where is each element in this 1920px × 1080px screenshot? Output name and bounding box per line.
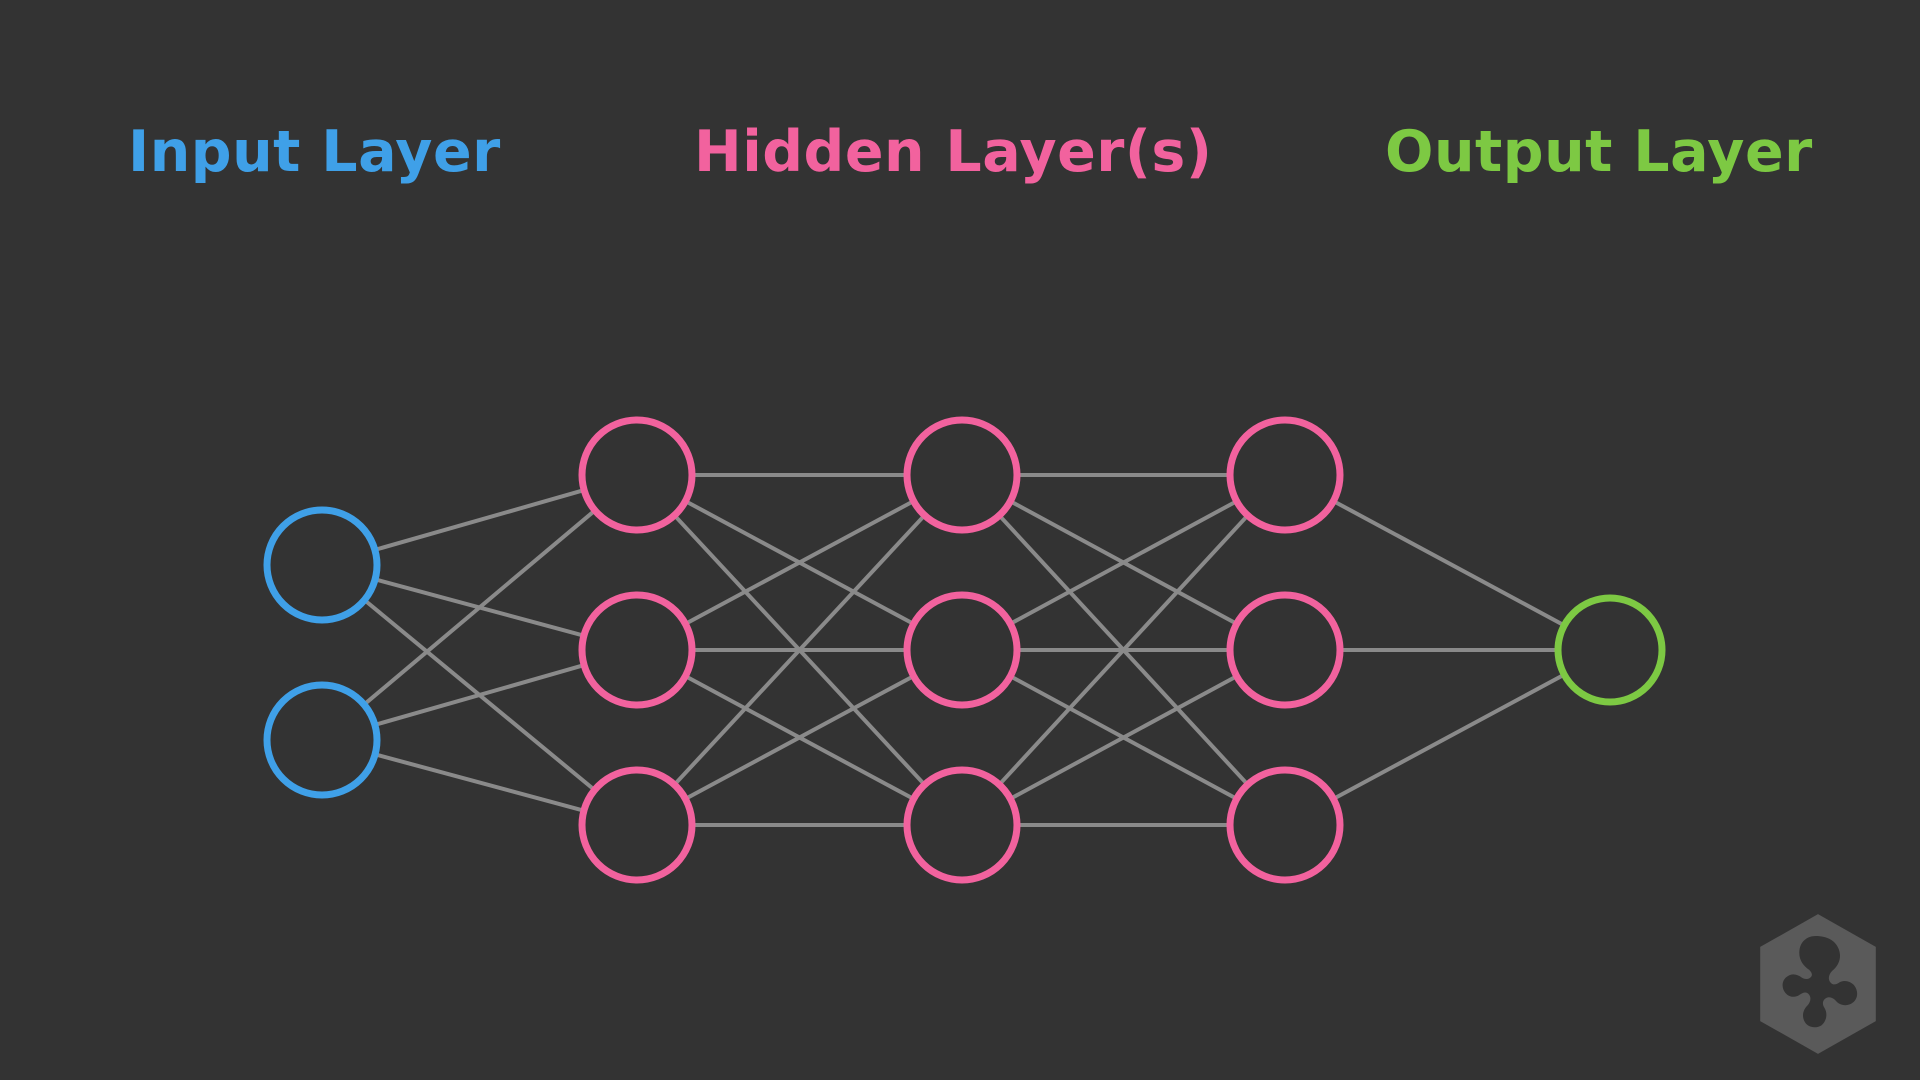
connection-edge — [683, 499, 916, 626]
connection-edge — [1008, 499, 1239, 626]
connection-edge — [372, 663, 587, 727]
neuron-node-output-0[interactable] — [1554, 594, 1666, 706]
neuron-node-hidden-1-0[interactable] — [578, 416, 696, 534]
connection-edge — [362, 508, 597, 707]
neuron-nodes — [263, 416, 1666, 884]
neuron-node-hidden-2-2[interactable] — [903, 766, 1021, 884]
connection-edge — [997, 513, 1250, 787]
neuron-node-input-1[interactable] — [263, 681, 381, 799]
connection-edge — [1331, 499, 1567, 628]
connection-edge — [1008, 674, 1239, 801]
connection-edge — [1331, 672, 1567, 801]
neuron-node-hidden-3-0[interactable] — [1226, 416, 1344, 534]
neuron-node-hidden-3-2[interactable] — [1226, 766, 1344, 884]
connection-edges — [362, 473, 1567, 827]
neuron-node-hidden-1-1[interactable] — [578, 591, 696, 709]
connection-edge — [372, 488, 587, 552]
neuron-node-hidden-3-1[interactable] — [1226, 591, 1344, 709]
connection-edge — [373, 752, 586, 813]
neuron-node-hidden-2-1[interactable] — [903, 591, 1021, 709]
neuron-node-hidden-2-0[interactable] — [903, 416, 1021, 534]
connection-edge — [672, 513, 927, 787]
neuron-node-hidden-1-2[interactable] — [578, 766, 696, 884]
connection-edge — [683, 674, 916, 801]
neuron-node-input-0[interactable] — [263, 506, 381, 624]
